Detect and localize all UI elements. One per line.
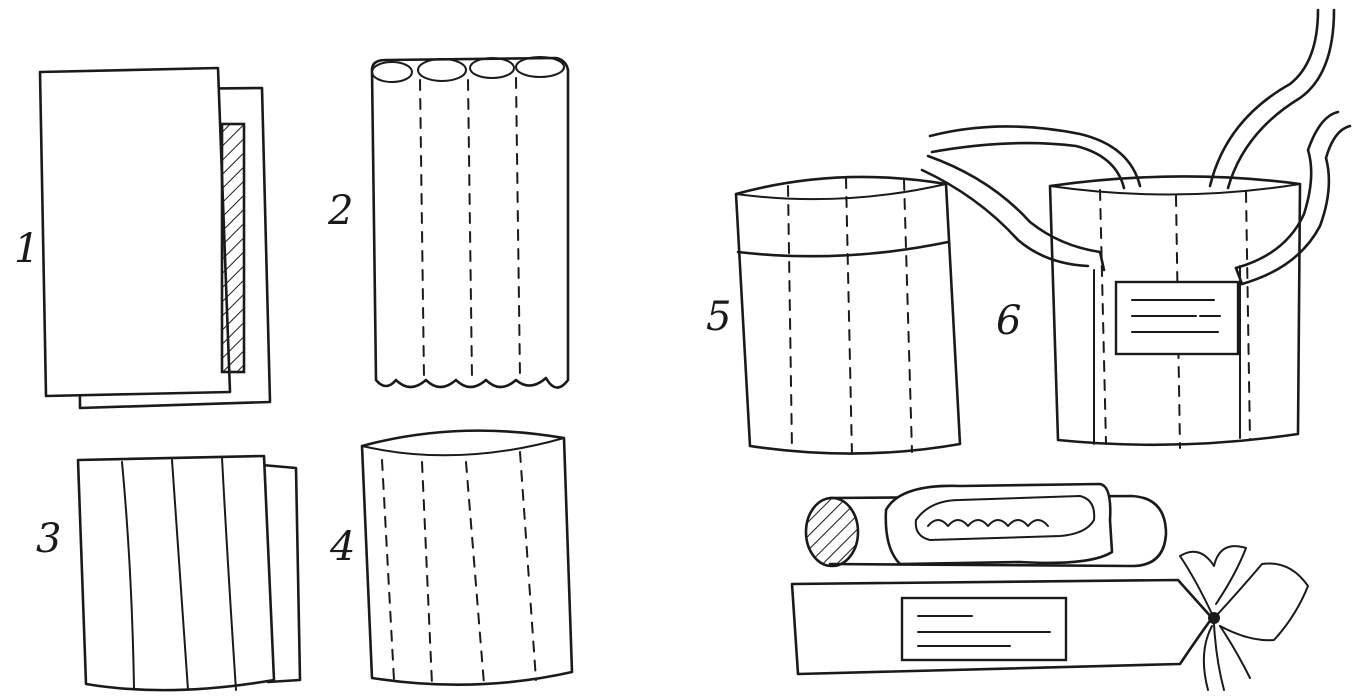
step-3-folded-panel — [76, 454, 302, 692]
step-1-number: 1 — [14, 226, 39, 272]
step-5-number: 5 — [706, 294, 731, 340]
step-6-shell-with-fuses — [920, 8, 1352, 449]
step-4-sleeve — [360, 429, 574, 687]
step-6-label — [1114, 280, 1240, 356]
step-5-cylinder — [734, 175, 962, 457]
step-1-sheets — [38, 66, 272, 410]
step-6-number: 6 — [996, 298, 1021, 344]
step-3-number: 3 — [36, 516, 61, 562]
step-2-number: 2 — [327, 188, 353, 234]
wrapped-shell-tied — [790, 545, 1309, 691]
step-4-number: 4 — [329, 524, 355, 570]
rolled-shell-with-label — [804, 482, 1168, 568]
wrapped-shell-label — [900, 596, 1068, 662]
string-tie — [1179, 545, 1309, 691]
step-2-rolled-sheet — [370, 56, 570, 389]
